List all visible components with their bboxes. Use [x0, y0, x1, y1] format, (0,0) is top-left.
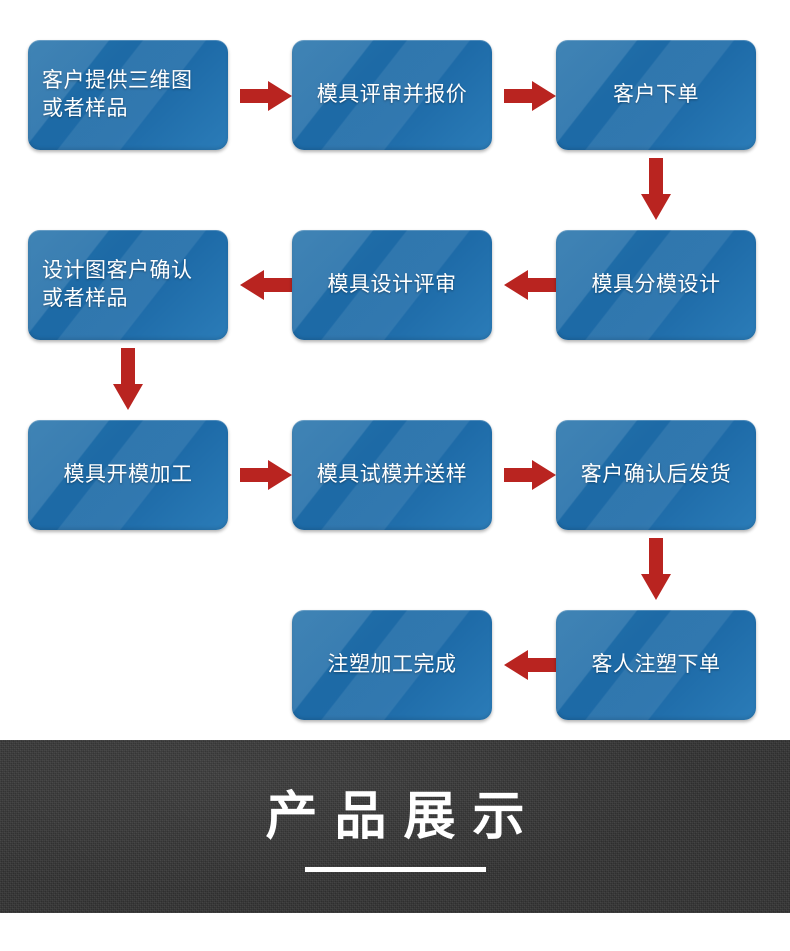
flow-arrow-a2	[504, 79, 556, 113]
flow-arrow-a10	[504, 648, 556, 682]
flow-node-n4-line1: 设计图客户确认	[42, 259, 193, 283]
banner-title: 产品展示	[265, 788, 542, 846]
flow-arrow-a4	[504, 268, 556, 302]
flow-node-n7[interactable]: 模具开模加工	[28, 420, 228, 530]
flow-node-n4-label: 设计图客户确认或者样品	[28, 257, 228, 312]
flow-arrow-a5	[240, 268, 292, 302]
flow-node-n3[interactable]: 客户下单	[556, 40, 756, 150]
flow-node-n6-label: 模具分模设计	[591, 273, 721, 297]
flow-node-n8-label: 模具试模并送样	[316, 463, 468, 487]
flow-node-n10[interactable]: 注塑加工完成	[292, 610, 492, 720]
flow-node-n1-label: 客户提供三维图或者样品	[28, 67, 228, 122]
flow-node-n1-line2: 或者样品	[42, 97, 128, 120]
flow-node-n1[interactable]: 客户提供三维图或者样品	[28, 40, 228, 150]
flow-arrow-a3	[639, 158, 673, 220]
flow-node-n2[interactable]: 模具评审并报价	[292, 40, 492, 150]
product-showcase-banner: 产品展示	[0, 740, 790, 913]
flow-node-n7-label: 模具开模加工	[63, 463, 193, 487]
flow-arrow-a6	[111, 348, 145, 410]
flow-node-n11[interactable]: 客人注塑下单	[556, 610, 756, 720]
flow-node-n2-label: 模具评审并报价	[316, 83, 468, 107]
flow-node-n4[interactable]: 设计图客户确认或者样品	[28, 230, 228, 340]
flow-node-n6[interactable]: 模具分模设计	[556, 230, 756, 340]
flow-node-n4-line2: 或者样品	[42, 287, 128, 310]
flow-node-n9[interactable]: 客户确认后发货	[556, 420, 756, 530]
flow-node-n5-label: 模具设计评审	[327, 273, 457, 297]
flow-arrow-a7	[240, 458, 292, 492]
flow-node-n5[interactable]: 模具设计评审	[292, 230, 492, 340]
flow-node-n3-label: 客户下单	[613, 83, 699, 107]
banner-underline-rule	[304, 867, 486, 872]
flowchart-canvas: 客户提供三维图或者样品 模具评审并报价 客户下单 设计图客户确认或者样品 模具设…	[28, 40, 756, 720]
flow-node-n9-label: 客户确认后发货	[580, 463, 732, 487]
flow-node-n8[interactable]: 模具试模并送样	[292, 420, 492, 530]
flow-arrow-a1	[240, 79, 292, 113]
flow-arrow-a9	[639, 538, 673, 600]
flow-arrow-a8	[504, 458, 556, 492]
flow-node-n10-label: 注塑加工完成	[327, 653, 457, 677]
flow-node-n11-label: 客人注塑下单	[591, 653, 721, 677]
flow-node-n1-line1: 客户提供三维图	[42, 69, 193, 93]
